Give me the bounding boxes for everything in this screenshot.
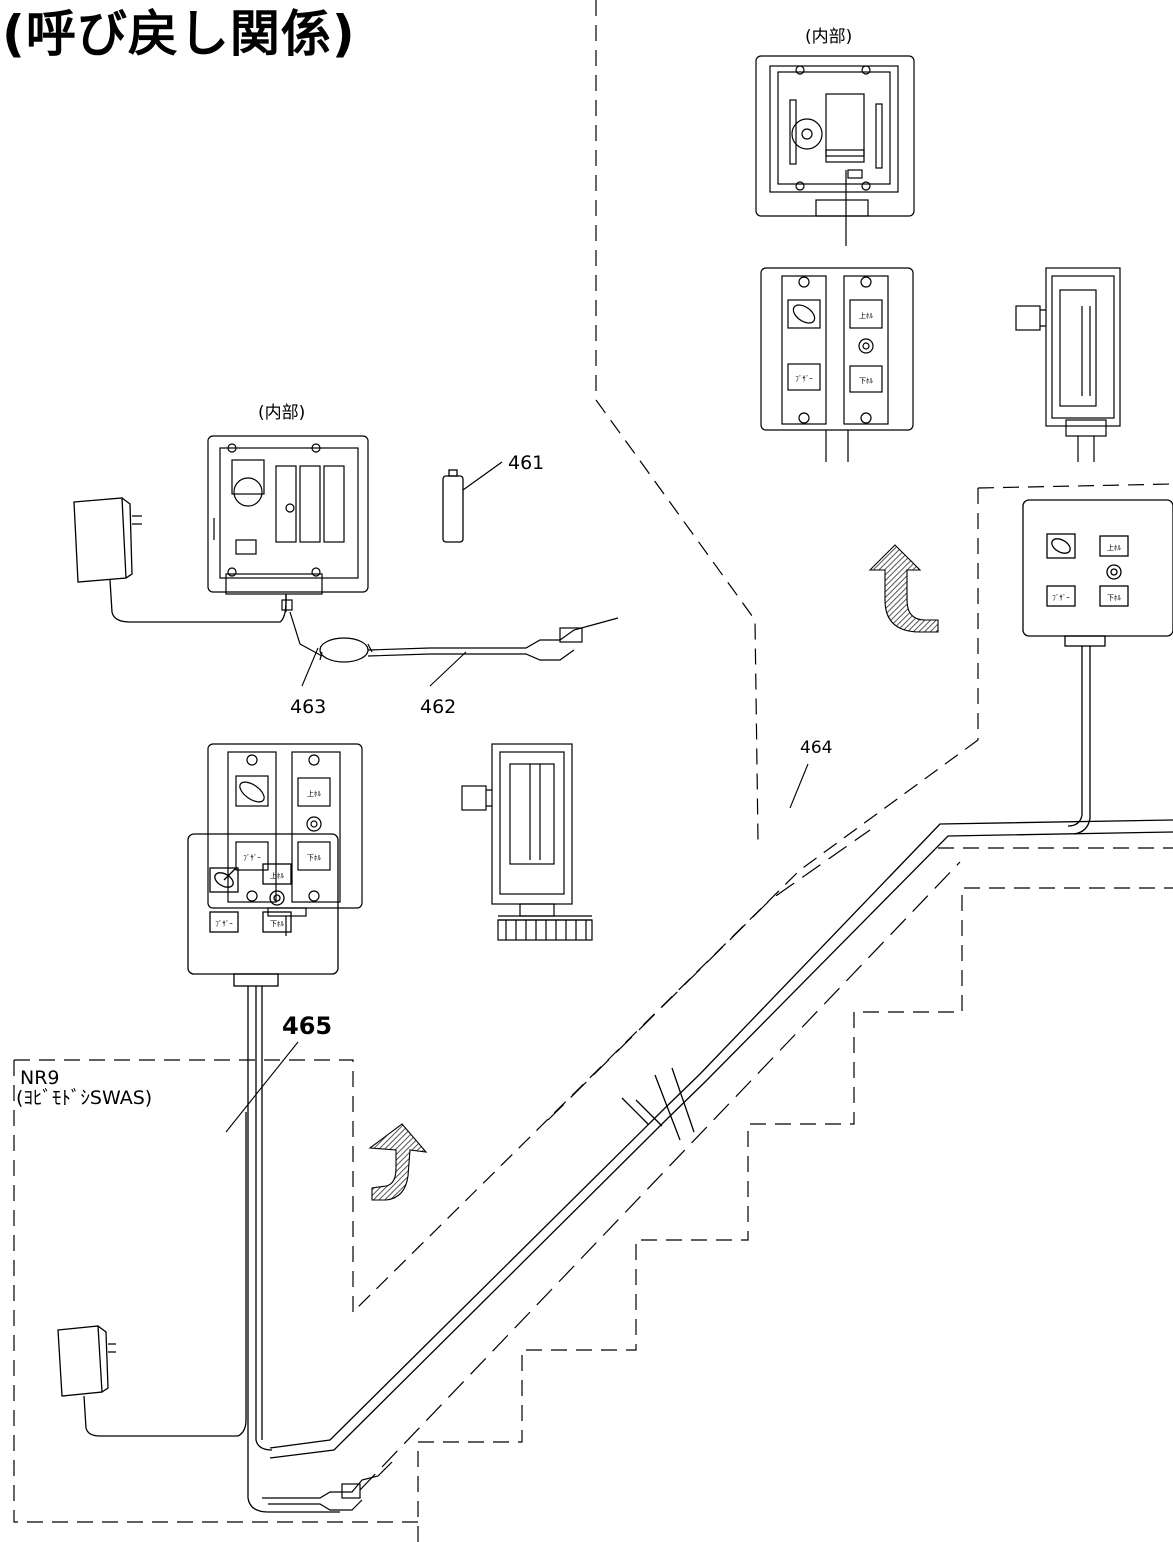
button-label-down: 下ﾎﾙ [1107, 594, 1122, 602]
leader-463 [301, 647, 319, 687]
part-label-465: 465 [282, 1012, 333, 1040]
bottom-connector [262, 1461, 393, 1511]
curved-up-arrow-icon [868, 544, 939, 633]
button-label-buzzer: ﾌﾞｻﾞｰ [1052, 594, 1070, 602]
battery-icon [442, 469, 464, 543]
side-view-top [1015, 267, 1121, 462]
button-label-up: 上ﾎﾙ [307, 789, 321, 798]
button-label-buzzer: ﾌﾞｻﾞｰ [795, 375, 813, 383]
faceplate-mid [207, 743, 363, 936]
dashed-boundaries [13, 0, 1173, 1542]
page-title: (呼び戻し関係) [2, 5, 356, 63]
leader-462 [429, 651, 467, 687]
curved-up-arrow-icon [368, 1123, 428, 1201]
leader-465 [225, 1041, 299, 1133]
button-label-up: 上ﾎﾙ [1107, 543, 1122, 552]
cable-assembly [281, 594, 619, 663]
inner-label-top: (内部) [805, 27, 853, 47]
faceplate-top [760, 267, 914, 462]
button-label-down: 下ﾎﾙ [270, 920, 284, 928]
model-name: (ﾖﾋﾞﾓﾄﾞｼSWAS) [16, 1087, 153, 1109]
part-label-464: 464 [800, 738, 833, 758]
rail-dashed [359, 829, 961, 1491]
rail-cable [269, 819, 1173, 1459]
inner-panel-mid [207, 435, 369, 595]
button-label-up: 上ﾎﾙ [859, 311, 873, 320]
control-panel-top-right [1022, 499, 1173, 835]
model-code: NR9 [20, 1067, 60, 1089]
button-label-down: 下ﾎﾙ [859, 377, 873, 385]
inner-panel-top [755, 55, 915, 246]
button-label-buzzer: ﾌﾞｻﾞｰ [215, 920, 233, 928]
power-adapter-bottom-icon [57, 1112, 247, 1437]
part-label-461: 461 [508, 452, 545, 474]
leader-461 [462, 461, 503, 491]
side-view-mid [461, 743, 593, 941]
button-label-buzzer: ﾌﾞｻﾞｰ [243, 854, 261, 862]
button-label-down: 下ﾎﾙ [307, 854, 321, 862]
leader-464 [789, 763, 809, 809]
part-label-462: 462 [420, 696, 457, 718]
part-label-463: 463 [290, 696, 327, 718]
inner-label-mid: (内部) [258, 403, 306, 423]
button-label-up: 上ﾎﾙ [270, 871, 284, 880]
power-adapter-mid-icon [73, 497, 287, 623]
control-panel-bottom-left [187, 833, 340, 1513]
